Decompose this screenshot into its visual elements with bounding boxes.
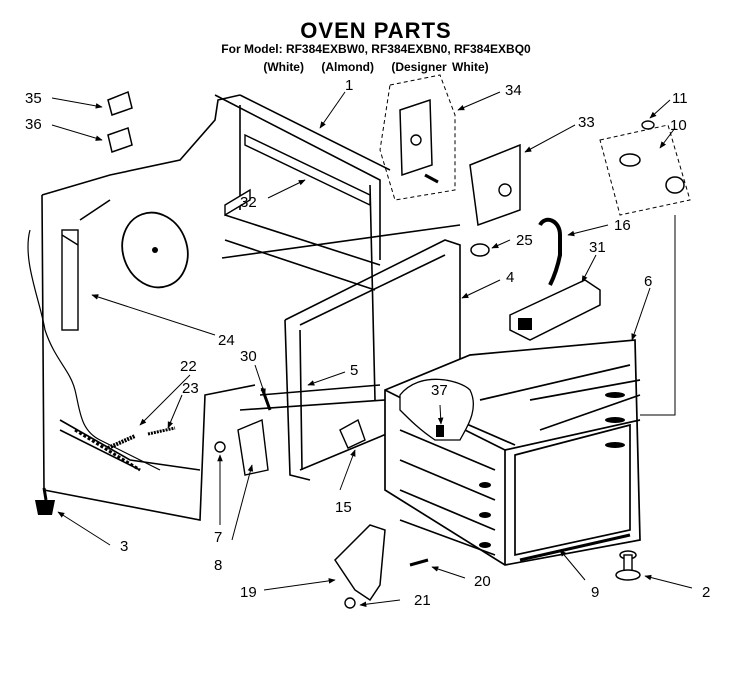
wire-harness [27, 229, 161, 471]
side-bracket [61, 229, 79, 331]
cutaway-view [399, 378, 475, 441]
callout-33: 33 [578, 114, 595, 131]
callout-32: 32 [240, 194, 257, 211]
callout-31: 31 [589, 239, 606, 256]
leveling-foot-3 [35, 487, 55, 515]
callout-37: 37 [431, 382, 448, 399]
callout-3: 3 [120, 538, 128, 555]
callout-20: 20 [474, 573, 491, 590]
oven-cavity [384, 339, 641, 566]
variant-white: (White) [263, 60, 304, 74]
tube-16 [538, 217, 562, 286]
clip-21 [344, 597, 356, 609]
callout-23: 23 [182, 380, 199, 397]
variant-almond: (Almond) [321, 60, 374, 74]
heater-coil [74, 428, 141, 472]
cavity-screw [436, 425, 444, 437]
bracket-19 [334, 524, 386, 602]
callout-1: 1 [345, 77, 353, 94]
callout-22: 22 [180, 358, 197, 375]
callout-19: 19 [240, 584, 257, 601]
callout-numbers: 35 36 1 34 11 10 33 32 16 25 31 4 6 24 2… [25, 77, 710, 609]
callout-11: 11 [672, 90, 688, 107]
rear-crossbar [224, 133, 371, 217]
callout-6: 6 [644, 273, 652, 290]
callout-34: 34 [505, 82, 522, 99]
block-35 [107, 90, 133, 116]
screw-20 [409, 558, 429, 567]
knob-assembly [599, 120, 691, 216]
callout-5: 5 [350, 362, 358, 379]
variant-designer-white: (Designer White) [391, 60, 489, 74]
leader-lines [51, 91, 693, 607]
bracket-34 [379, 74, 456, 201]
callout-16: 16 [614, 217, 631, 234]
model-numbers: For Model: RF384EXBW0, RF384EXBN0, RF384… [221, 42, 531, 56]
callout-7: 7 [214, 529, 222, 546]
callout-30: 30 [240, 348, 257, 365]
callout-21: 21 [414, 592, 431, 609]
plate-33 [469, 143, 521, 227]
sensor-31 [509, 279, 601, 341]
plug-25 [470, 243, 490, 257]
rack-ribs [479, 392, 625, 548]
callout-24: 24 [218, 332, 235, 349]
callout-25: 25 [516, 232, 533, 249]
callout-8: 8 [214, 557, 222, 574]
bracket-8 [237, 418, 269, 476]
spring-23 [147, 426, 176, 436]
diagram-title: OVEN PARTS [300, 18, 452, 43]
oven-frame [41, 94, 676, 521]
callout-4: 4 [506, 269, 514, 286]
fan-disk [121, 211, 189, 289]
foot-2 [615, 550, 641, 581]
pin-30 [260, 387, 272, 411]
spring-22 [107, 434, 136, 450]
block-36 [107, 127, 133, 153]
callout-35: 35 [25, 90, 42, 107]
callout-2: 2 [702, 584, 710, 601]
callout-9: 9 [591, 584, 599, 601]
callout-36: 36 [25, 116, 42, 133]
nut-7 [214, 441, 226, 453]
callout-15: 15 [335, 499, 352, 516]
callout-10: 10 [670, 117, 687, 134]
color-variants: (White) (Almond) (Designer White) [0, 60, 752, 74]
bracket-15 [339, 418, 366, 449]
